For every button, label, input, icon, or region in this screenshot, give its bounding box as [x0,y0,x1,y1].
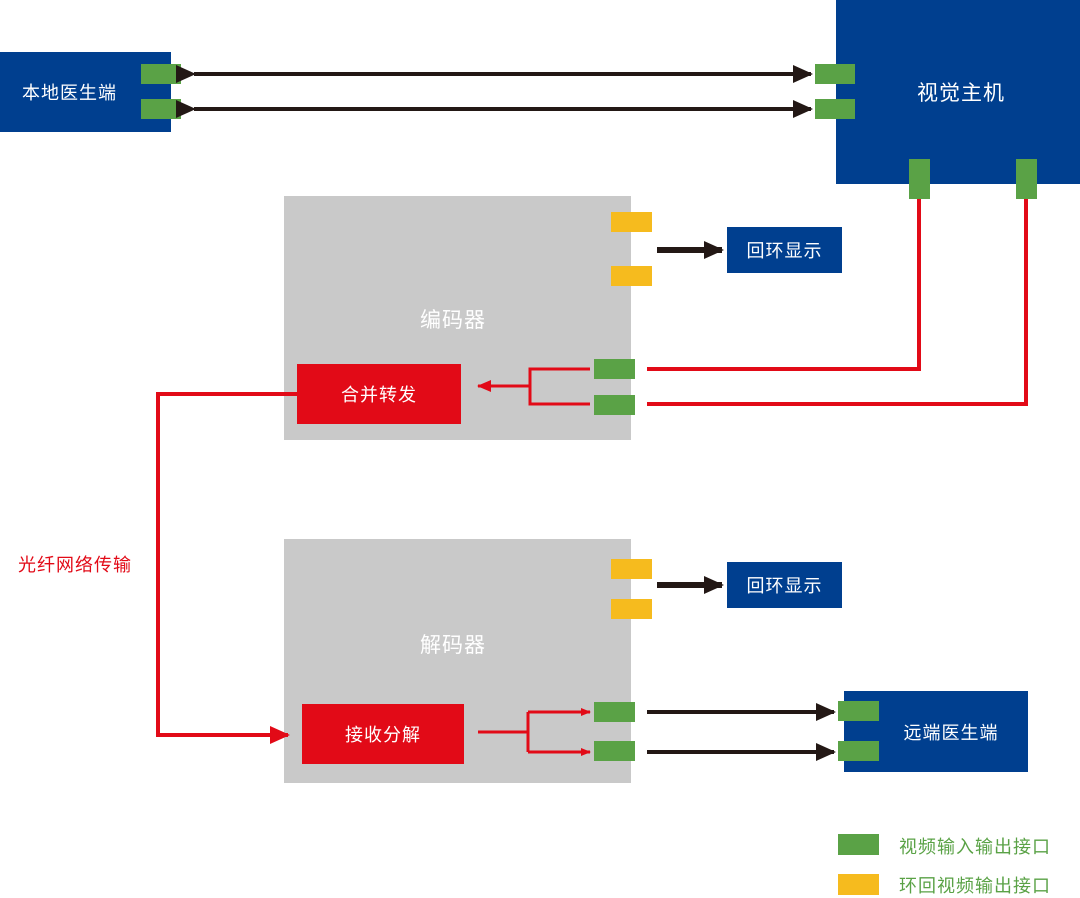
encoder-loop-port-2 [611,266,652,286]
receive-split-box: 接收分解 [302,704,464,764]
decoder-loop-display-label: 回环显示 [746,576,823,597]
host-out-port-1 [909,159,930,199]
legend-green-swatch [838,834,879,855]
local-doctor-label: 本地医生端 [22,83,117,104]
receive-split-label: 接收分解 [345,725,421,746]
remote-port-1 [838,701,879,721]
legend-yellow-label: 环回视频输出接口 [899,876,1051,897]
decoder-out-port-1 [594,702,635,722]
local-port-1 [141,64,181,84]
encoder-loop-display-label: 回环显示 [746,241,823,262]
local-port-2 [141,99,181,119]
decoder-out-port-2 [594,741,635,761]
encoder-loop-display-box: 回环显示 [727,227,842,273]
decoder-title: 解码器 [420,633,486,657]
decoder-loop-display-box: 回环显示 [727,562,842,608]
encoder-in-port-1 [594,359,635,379]
decoder-loop-port-1 [611,559,652,579]
host-encoder-link-1 [647,199,921,371]
merge-forward-label: 合并转发 [341,385,417,406]
vision-host-box: 视觉主机 [836,0,1080,184]
legend-green-label: 视频输入输出接口 [899,837,1051,858]
legend-yellow-swatch [838,874,879,895]
merge-forward-box: 合并转发 [297,364,461,424]
encoder-loop-port-1 [611,212,652,232]
encoder-in-port-2 [594,395,635,415]
remote-port-2 [838,741,879,761]
host-out-port-2 [1016,159,1037,199]
fiber-link [156,392,297,744]
host-port-2 [815,99,855,119]
decoder-loop-port-2 [611,599,652,619]
fiber-network-label: 光纤网络传输 [18,555,132,576]
remote-doctor-label: 远端医生端 [903,722,999,744]
encoder-title: 编码器 [420,308,486,332]
host-port-1 [815,64,855,84]
vision-host-label: 视觉主机 [917,81,1005,105]
